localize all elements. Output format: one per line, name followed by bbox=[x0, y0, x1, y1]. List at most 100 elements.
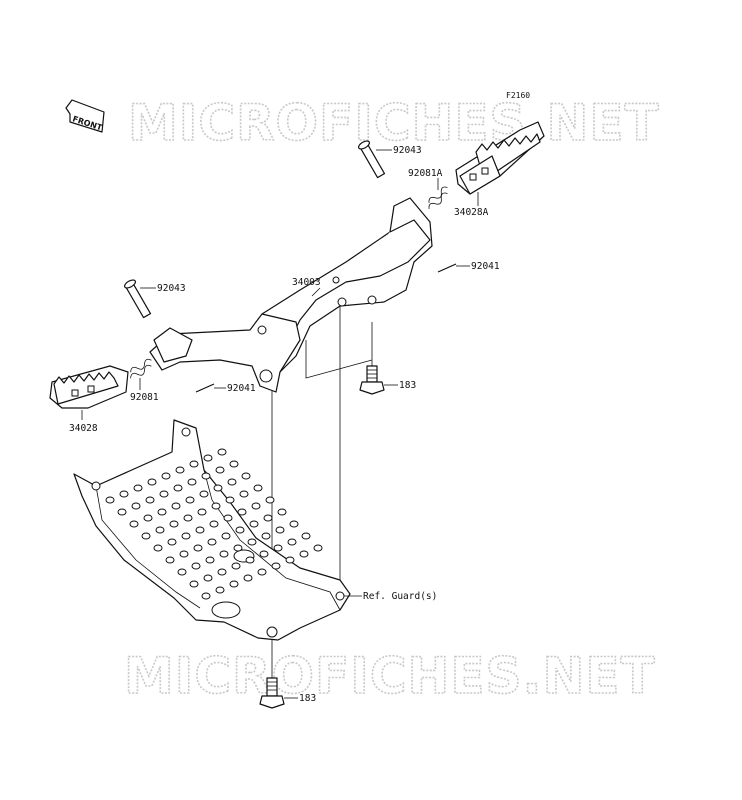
guard-hole bbox=[251, 502, 261, 510]
guide-box bbox=[305, 340, 373, 379]
pin-left bbox=[123, 279, 152, 319]
guard-hole bbox=[277, 508, 287, 516]
guard-hole bbox=[205, 556, 215, 564]
guard-hole bbox=[165, 556, 175, 564]
guard-hole bbox=[131, 502, 141, 510]
guard-hole bbox=[169, 520, 179, 528]
guard-hole bbox=[245, 556, 255, 564]
callout-spring-right: 92081A bbox=[408, 168, 443, 179]
callout-footpeg-left: 34028 bbox=[69, 423, 98, 434]
guard-hole bbox=[141, 532, 151, 540]
guard-hole bbox=[203, 454, 213, 462]
guard-hole bbox=[153, 544, 163, 552]
guard-hole bbox=[129, 520, 139, 528]
callout-cotter-left: 92041 bbox=[227, 383, 256, 394]
guard-hole bbox=[171, 502, 181, 510]
callout-spring-left: 92081 bbox=[130, 392, 159, 403]
guard-hole bbox=[147, 478, 157, 486]
guard-hole bbox=[177, 568, 187, 576]
guard-hole bbox=[183, 514, 193, 522]
callout-footpeg-right: 34028A bbox=[454, 207, 489, 218]
guard-hole bbox=[289, 520, 299, 528]
guard-hole bbox=[199, 490, 209, 498]
bolt-lower bbox=[259, 677, 285, 709]
skid-guard bbox=[73, 419, 351, 641]
guard-hole bbox=[105, 496, 115, 504]
guard-hole bbox=[193, 544, 203, 552]
guard-hole bbox=[211, 502, 221, 510]
guard-hole bbox=[201, 592, 211, 600]
guard-hole bbox=[225, 496, 235, 504]
spring-right bbox=[428, 186, 448, 209]
guard-hole bbox=[189, 460, 199, 468]
callout-pin-right: 92043 bbox=[393, 145, 422, 156]
guard-hole bbox=[133, 484, 143, 492]
guard-hole bbox=[233, 544, 243, 552]
guard-hole bbox=[299, 550, 309, 558]
bolt-upper bbox=[359, 365, 385, 395]
guard-hole bbox=[313, 544, 323, 552]
guard-perforations bbox=[105, 448, 323, 600]
guard-hole bbox=[247, 538, 257, 546]
guard-hole bbox=[143, 514, 153, 522]
callout-pin-left: 92043 bbox=[157, 283, 186, 294]
guard-hole bbox=[241, 472, 251, 480]
callout-bolt-upper: 183 bbox=[399, 380, 416, 391]
guard-hole bbox=[301, 532, 311, 540]
guard-hole bbox=[155, 526, 165, 534]
guard-hole bbox=[213, 484, 223, 492]
guard-hole bbox=[257, 568, 267, 576]
guard-hole bbox=[197, 508, 207, 516]
guard-hole bbox=[189, 580, 199, 588]
callout-ref-guard: Ref. Guard(s) bbox=[363, 591, 437, 602]
guard-hole bbox=[249, 520, 259, 528]
guard-hole bbox=[221, 532, 231, 540]
guard-hole bbox=[181, 532, 191, 540]
pin-right bbox=[357, 140, 386, 179]
guard-hole bbox=[209, 520, 219, 528]
guard-hole bbox=[173, 484, 183, 492]
guard-hole bbox=[159, 490, 169, 498]
callout-bolt-lower: 183 bbox=[299, 693, 316, 704]
front-arrow-icon: FRONT bbox=[65, 99, 105, 133]
guard-hole bbox=[219, 550, 229, 558]
guard-hole bbox=[235, 526, 245, 534]
guard-hole bbox=[201, 472, 211, 480]
callout-bracket: 34003 bbox=[292, 277, 321, 288]
guard-hole bbox=[263, 514, 273, 522]
guard-hole bbox=[175, 466, 185, 474]
guard-hole bbox=[191, 562, 201, 570]
guard-hole bbox=[185, 496, 195, 504]
guard-hole bbox=[167, 538, 177, 546]
guard-hole bbox=[237, 508, 247, 516]
guard-hole bbox=[217, 568, 227, 576]
guard-hole bbox=[261, 532, 271, 540]
guard-hole bbox=[239, 490, 249, 498]
guard-hole bbox=[217, 448, 227, 456]
footrest-bracket bbox=[149, 197, 433, 393]
guard-hole bbox=[275, 526, 285, 534]
watermark-top: MICROFICHES.NET bbox=[128, 94, 660, 152]
guard-hole bbox=[223, 514, 233, 522]
guard-hole bbox=[231, 562, 241, 570]
guard-hole bbox=[265, 496, 275, 504]
callout-cotter-right: 92041 bbox=[471, 261, 500, 272]
guard-hole bbox=[253, 484, 263, 492]
guard-hole bbox=[145, 496, 155, 504]
cotter-right bbox=[437, 263, 457, 273]
guard-hole bbox=[179, 550, 189, 558]
cotter-left bbox=[195, 383, 215, 393]
guard-hole bbox=[271, 562, 281, 570]
guard-hole bbox=[273, 544, 283, 552]
guard-hole bbox=[161, 472, 171, 480]
guard-hole bbox=[187, 478, 197, 486]
guard-hole bbox=[287, 538, 297, 546]
guard-hole bbox=[157, 508, 167, 516]
guard-hole bbox=[285, 556, 295, 564]
footpeg-left bbox=[49, 365, 129, 409]
guard-hole bbox=[119, 490, 129, 498]
guard-hole bbox=[229, 580, 239, 588]
guard-hole bbox=[203, 574, 213, 582]
guard-hole bbox=[243, 574, 253, 582]
